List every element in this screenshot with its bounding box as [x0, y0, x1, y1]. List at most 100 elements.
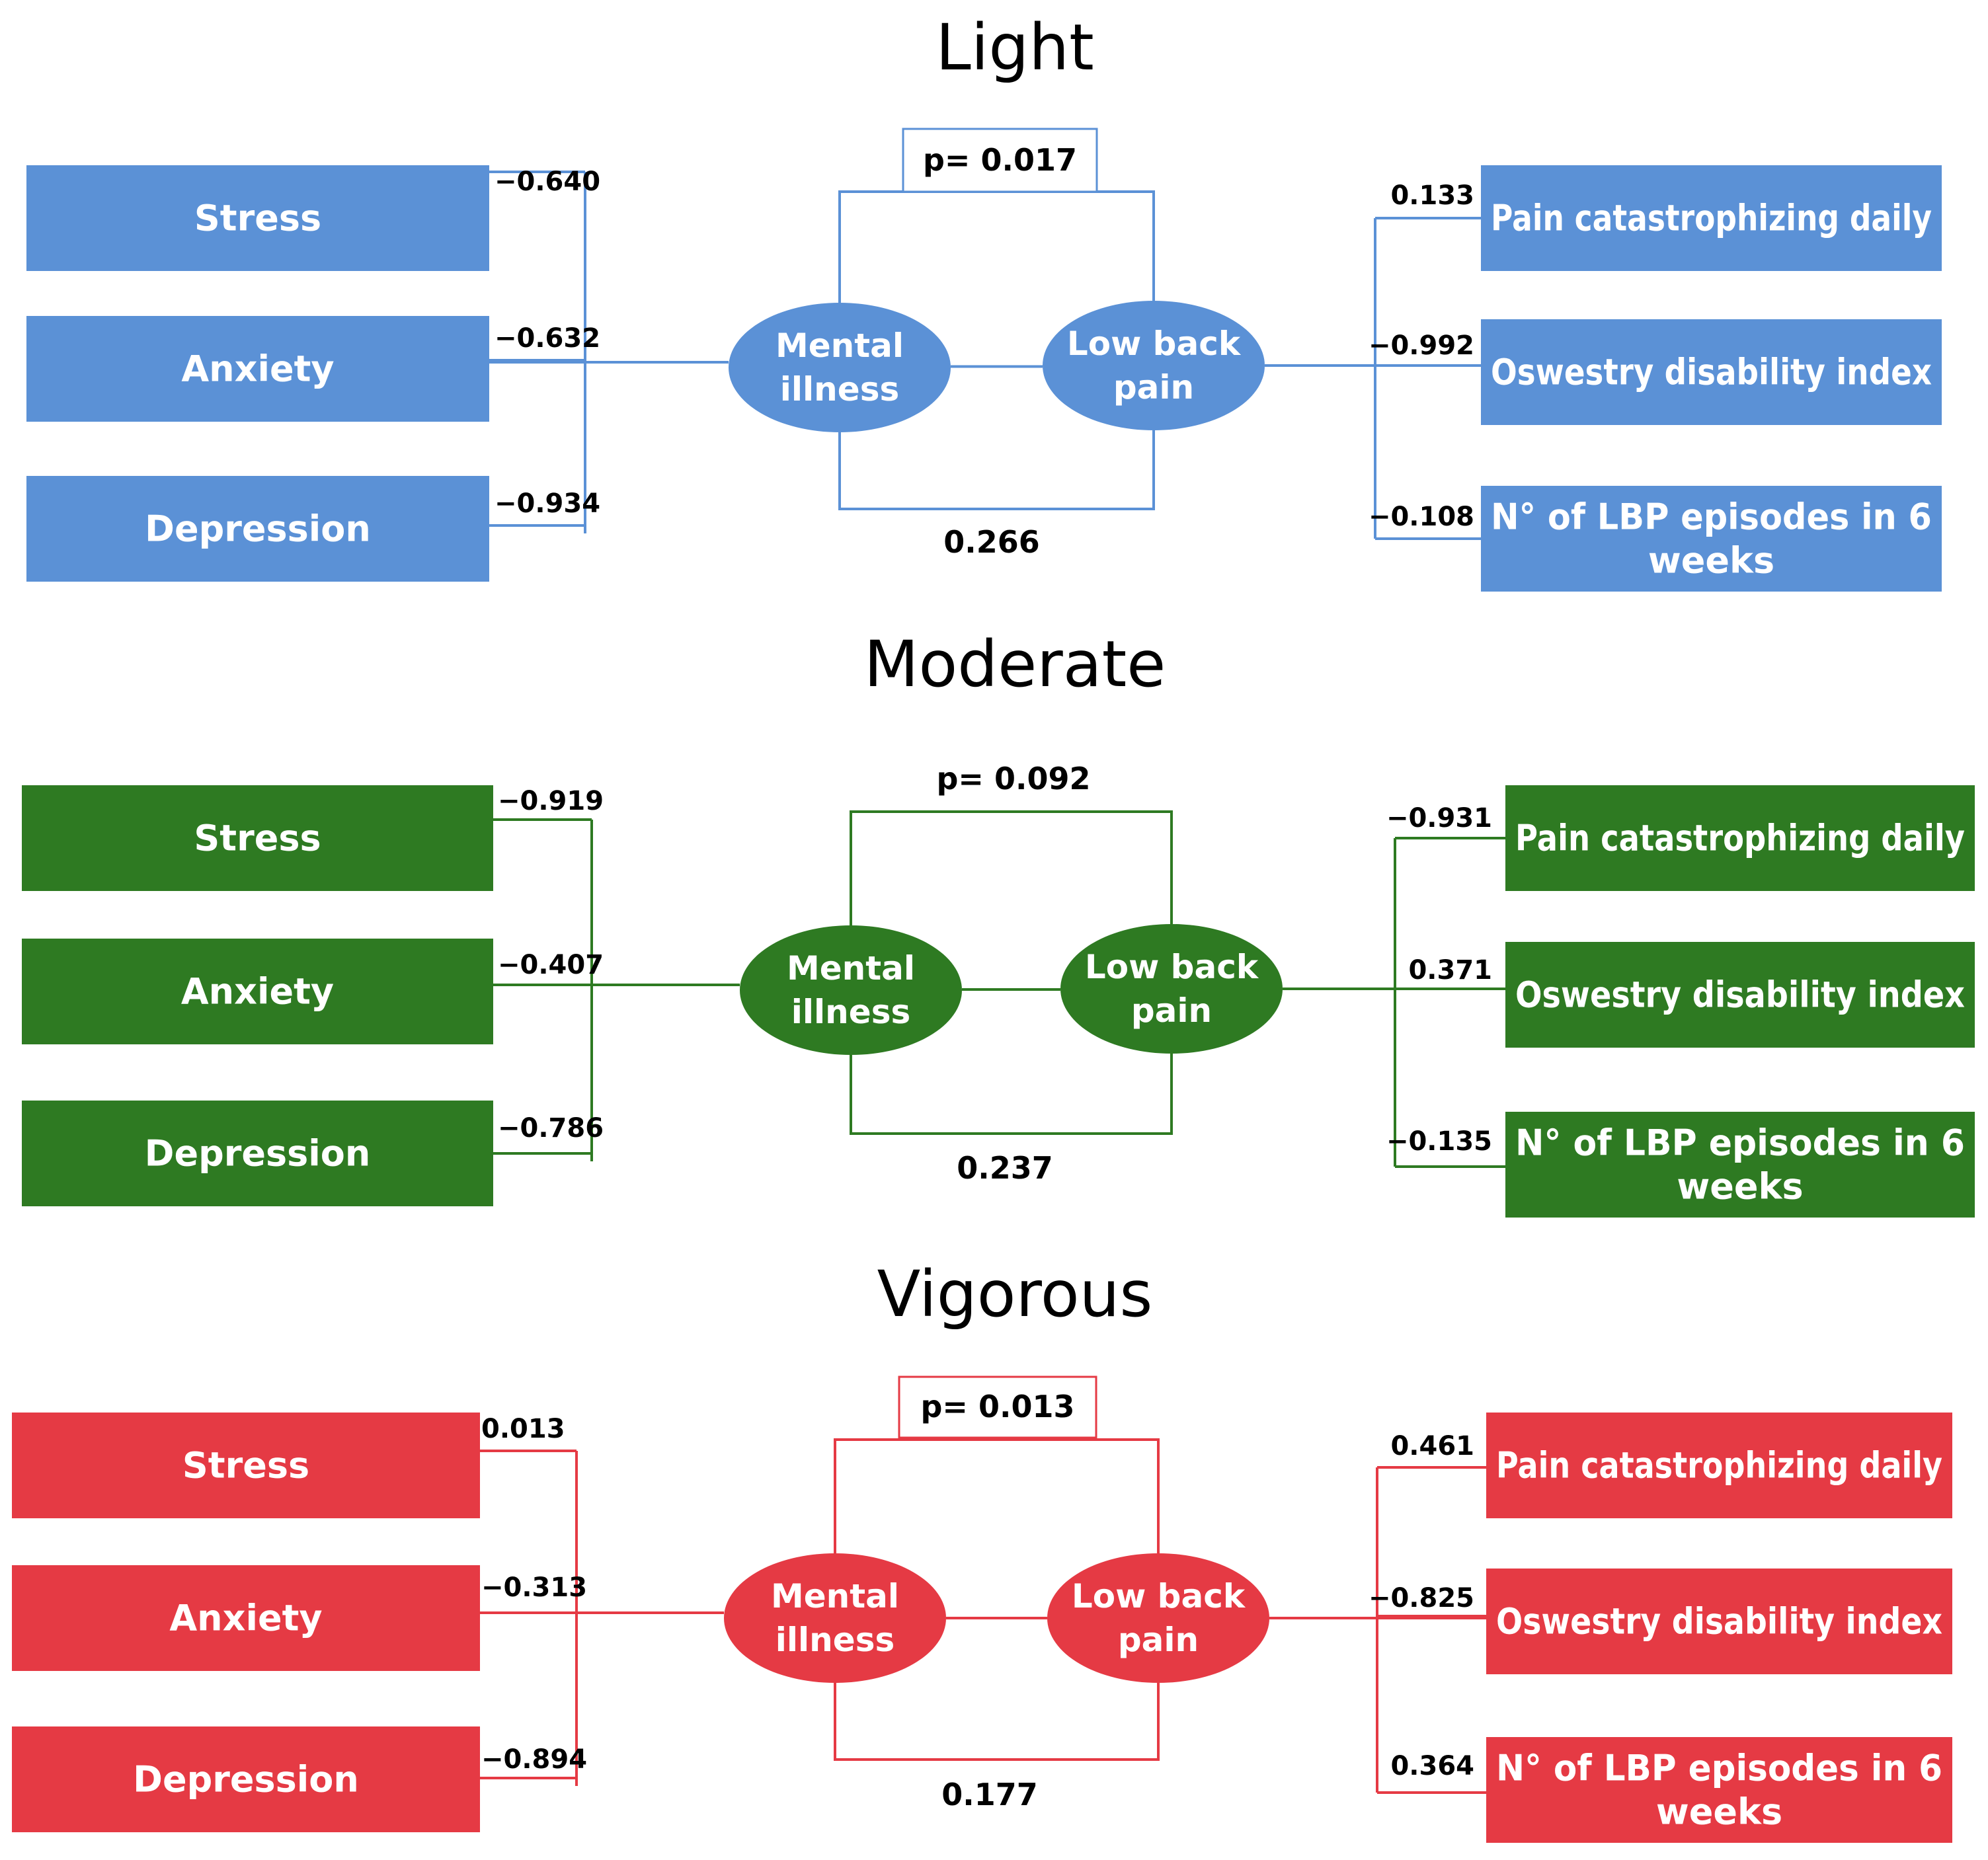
outcome-box: Oswestry disability index: [1486, 1569, 1952, 1674]
outcome-box-bg: [1486, 1737, 1952, 1843]
loading-coefficient: −0.931: [1386, 803, 1492, 833]
loading-coefficient: −0.786: [498, 1113, 604, 1143]
outcome-label-line: weeks: [1677, 1166, 1803, 1208]
outcome-box-bg: [1505, 785, 1975, 891]
indicator-box-bg: [12, 1726, 480, 1832]
node-label-line: pain: [1113, 368, 1194, 407]
indicator-label: Anxiety: [181, 348, 334, 390]
p-value-bracket: [850, 810, 1173, 925]
node-ellipse: [1047, 1553, 1269, 1683]
path-coefficient: 0.266: [943, 524, 1040, 560]
outcome-label-line: weeks: [1656, 1791, 1782, 1833]
node-ellipse: [1060, 924, 1283, 1054]
node-label-line: Mental: [775, 327, 904, 365]
outcome-box: Pain catastrophizing daily: [1481, 165, 1942, 271]
indicator-box-bg: [26, 316, 489, 422]
outcome-box: Pain catastrophizing daily: [1505, 785, 1975, 891]
outcome-box-bg: [1481, 486, 1942, 592]
outcome-box: Oswestry disability index: [1505, 942, 1975, 1048]
indicator-box-stress: Stress: [26, 165, 489, 271]
indicator-box-bg: [22, 785, 493, 891]
outcome-label-line: Oswestry disability index: [1491, 352, 1932, 393]
outcome-box: Pain catastrophizing daily: [1486, 1413, 1952, 1518]
indicator-label: Anxiety: [169, 1598, 322, 1639]
node-label-line: Mental: [787, 949, 915, 988]
loading-coefficient: −0.108: [1369, 502, 1474, 532]
p-value-bracket: [834, 1438, 1160, 1553]
outcome-box-bg: [1505, 1112, 1975, 1218]
node-label-line: Low back: [1067, 325, 1242, 363]
node-label-line: illness: [775, 1621, 895, 1659]
indicator-label: Depression: [145, 1133, 371, 1175]
loading-coefficient: −0.934: [495, 488, 600, 519]
indicator-box-bg: [22, 939, 493, 1044]
node-ellipse: [724, 1553, 946, 1683]
node-ellipse: [729, 303, 951, 432]
outcome-label-line: N° of LBP episodes in 6: [1496, 1748, 1942, 1789]
loading-coefficient: −0.632: [495, 323, 600, 354]
loading-coefficient: −0.992: [1369, 330, 1474, 361]
p-value-bracket: [838, 190, 1155, 303]
p-value-box: [902, 128, 1098, 193]
node-label-line: pain: [1118, 1621, 1199, 1659]
node-label-line: illness: [791, 993, 910, 1031]
outcome-box-bg: [1481, 165, 1942, 271]
p-value-box: [898, 1376, 1097, 1439]
path-coefficient: 0.177: [941, 1777, 1038, 1812]
outcome-box-bg: [1486, 1413, 1952, 1518]
outcome-box: Oswestry disability index: [1481, 319, 1942, 425]
p-value-label: p= 0.013: [921, 1389, 1075, 1424]
indicator-box-bg: [26, 476, 489, 582]
indicator-label: Stress: [194, 818, 321, 859]
loading-coefficient: 0.461: [1390, 1431, 1474, 1461]
outcome-label-line: N° of LBP episodes in 6: [1515, 1122, 1965, 1164]
indicator-box-depression: Depression: [22, 1101, 493, 1206]
indicator-box-bg: [12, 1565, 480, 1671]
node-ellipse: [1043, 301, 1265, 430]
indicator-box-anxiety: Anxiety: [22, 939, 493, 1044]
indicator-box-depression: Depression: [12, 1726, 480, 1832]
node-low-back-pain: Low back pain: [1043, 301, 1265, 430]
loading-coefficient: 0.013: [481, 1414, 565, 1444]
panel-light: LightStress−0.640Anxiety−0.632Depression…: [26, 11, 1942, 592]
indicator-box-bg: [12, 1413, 480, 1518]
loading-coefficient: 0.133: [1390, 180, 1474, 211]
outcome-label-line: N° of LBP episodes in 6: [1491, 496, 1932, 538]
outcome-label-line: Oswestry disability index: [1515, 974, 1965, 1016]
outcome-label-line: weeks: [1648, 540, 1774, 582]
loading-coefficient: −0.313: [481, 1572, 587, 1603]
outcome-label-line: Pain catastrophizing daily: [1496, 1445, 1942, 1487]
loading-coefficient: −0.135: [1386, 1126, 1492, 1157]
loading-coefficient: 0.371: [1408, 955, 1492, 986]
node-label-line: pain: [1131, 991, 1212, 1030]
loading-coefficient: −0.407: [498, 950, 604, 980]
indicator-box-bg: [26, 165, 489, 271]
loading-coefficient: −0.919: [498, 786, 604, 816]
outcome-label-line: Pain catastrophizing daily: [1515, 818, 1965, 859]
loading-coefficient: 0.364: [1390, 1751, 1474, 1781]
indicator-box-bg: [22, 1101, 493, 1206]
panel-vigorous: VigorousStress0.013Anxiety−0.313Depressi…: [12, 1257, 1952, 1843]
loading-coefficient: −0.825: [1369, 1583, 1474, 1613]
coefficient-bracket: [838, 430, 1155, 510]
indicator-label: Depression: [145, 508, 371, 550]
outcome-box-bg: [1486, 1569, 1952, 1674]
indicator-box-depression: Depression: [26, 476, 489, 582]
panel-moderate: ModerateStress−0.919Anxiety−0.407Depress…: [22, 627, 1975, 1218]
outcome-label-line: Pain catastrophizing daily: [1491, 198, 1932, 239]
outcome-label-line: Oswestry disability index: [1496, 1601, 1942, 1643]
indicator-box-anxiety: Anxiety: [26, 316, 489, 422]
outcome-box-bg: [1505, 942, 1975, 1048]
panel-title: Vigorous: [877, 1257, 1153, 1331]
coefficient-bracket: [850, 1054, 1173, 1135]
outcome-box-bg: [1481, 319, 1942, 425]
indicator-box-stress: Stress: [22, 785, 493, 891]
indicator-label: Stress: [194, 198, 321, 239]
